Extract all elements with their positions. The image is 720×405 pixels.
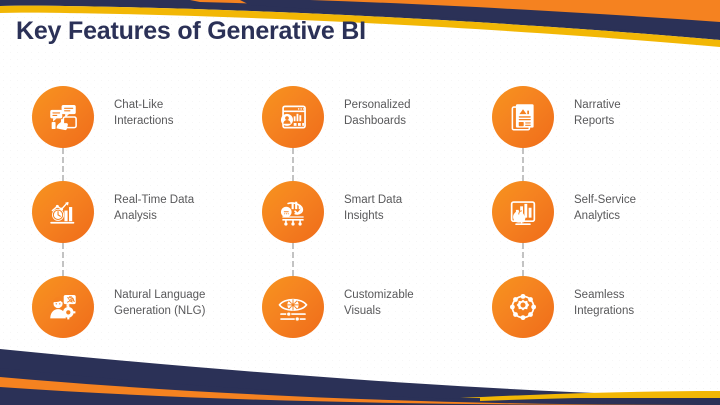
report-document-icon: [492, 86, 554, 148]
connector-line: [292, 243, 294, 276]
bottom-decoration-swoosh: [0, 349, 720, 405]
svg-text:文: 文: [66, 296, 74, 304]
eye-sliders-icon: [262, 276, 324, 338]
data-network-insights-icon: [262, 181, 324, 243]
connector-line: [522, 148, 524, 181]
gear-network-nodes-icon: [492, 276, 554, 338]
feature-label: Chat-Like Interactions: [114, 99, 174, 127]
chat-bubble-hand-icon: [32, 86, 94, 148]
feature-item-natural-language-generation[interactable]: 文 A: [32, 276, 262, 338]
feature-label: Natural Language Generation (NLG): [114, 289, 206, 317]
feature-label: Narrative Reports: [574, 99, 621, 127]
connector-line: [62, 148, 64, 181]
person-translate-gear-icon: 文 A: [32, 276, 94, 338]
connector-line: [292, 148, 294, 181]
feature-item-real-time-data-analysis[interactable]: Real-Time Data Analysis: [32, 181, 262, 243]
feature-item-customizable-visuals[interactable]: Customizable Visuals: [262, 276, 492, 338]
feature-label: Personalized Dashboards: [344, 99, 411, 127]
connector-line: [62, 243, 64, 276]
feature-item-chat-like-interactions[interactable]: Chat-Like Interactions: [32, 86, 262, 148]
feature-item-smart-data-insights[interactable]: Smart Data Insights: [262, 181, 492, 243]
feature-label: Customizable Visuals: [344, 289, 414, 317]
feature-label: Real-Time Data Analysis: [114, 194, 195, 222]
dashboard-window-user-icon: [262, 86, 324, 148]
feature-label: Seamless Integrations: [574, 289, 635, 317]
svg-text:A: A: [70, 298, 75, 304]
feature-item-self-service-analytics[interactable]: Self-Service Analytics: [492, 181, 720, 243]
feature-item-narrative-reports[interactable]: Narrative Reports: [492, 86, 720, 148]
feature-label: Self-Service Analytics: [574, 194, 636, 222]
slide-title: Key Features of Generative BI: [16, 17, 366, 45]
feature-item-seamless-integrations[interactable]: Seamless Integrations: [492, 276, 720, 338]
feature-item-personalized-dashboards[interactable]: Personalized Dashboards: [262, 86, 492, 148]
analytics-board-hand-icon: [492, 181, 554, 243]
clock-bar-chart-icon: [32, 181, 94, 243]
connector-line: [522, 243, 524, 276]
feature-label: Smart Data Insights: [344, 194, 403, 222]
